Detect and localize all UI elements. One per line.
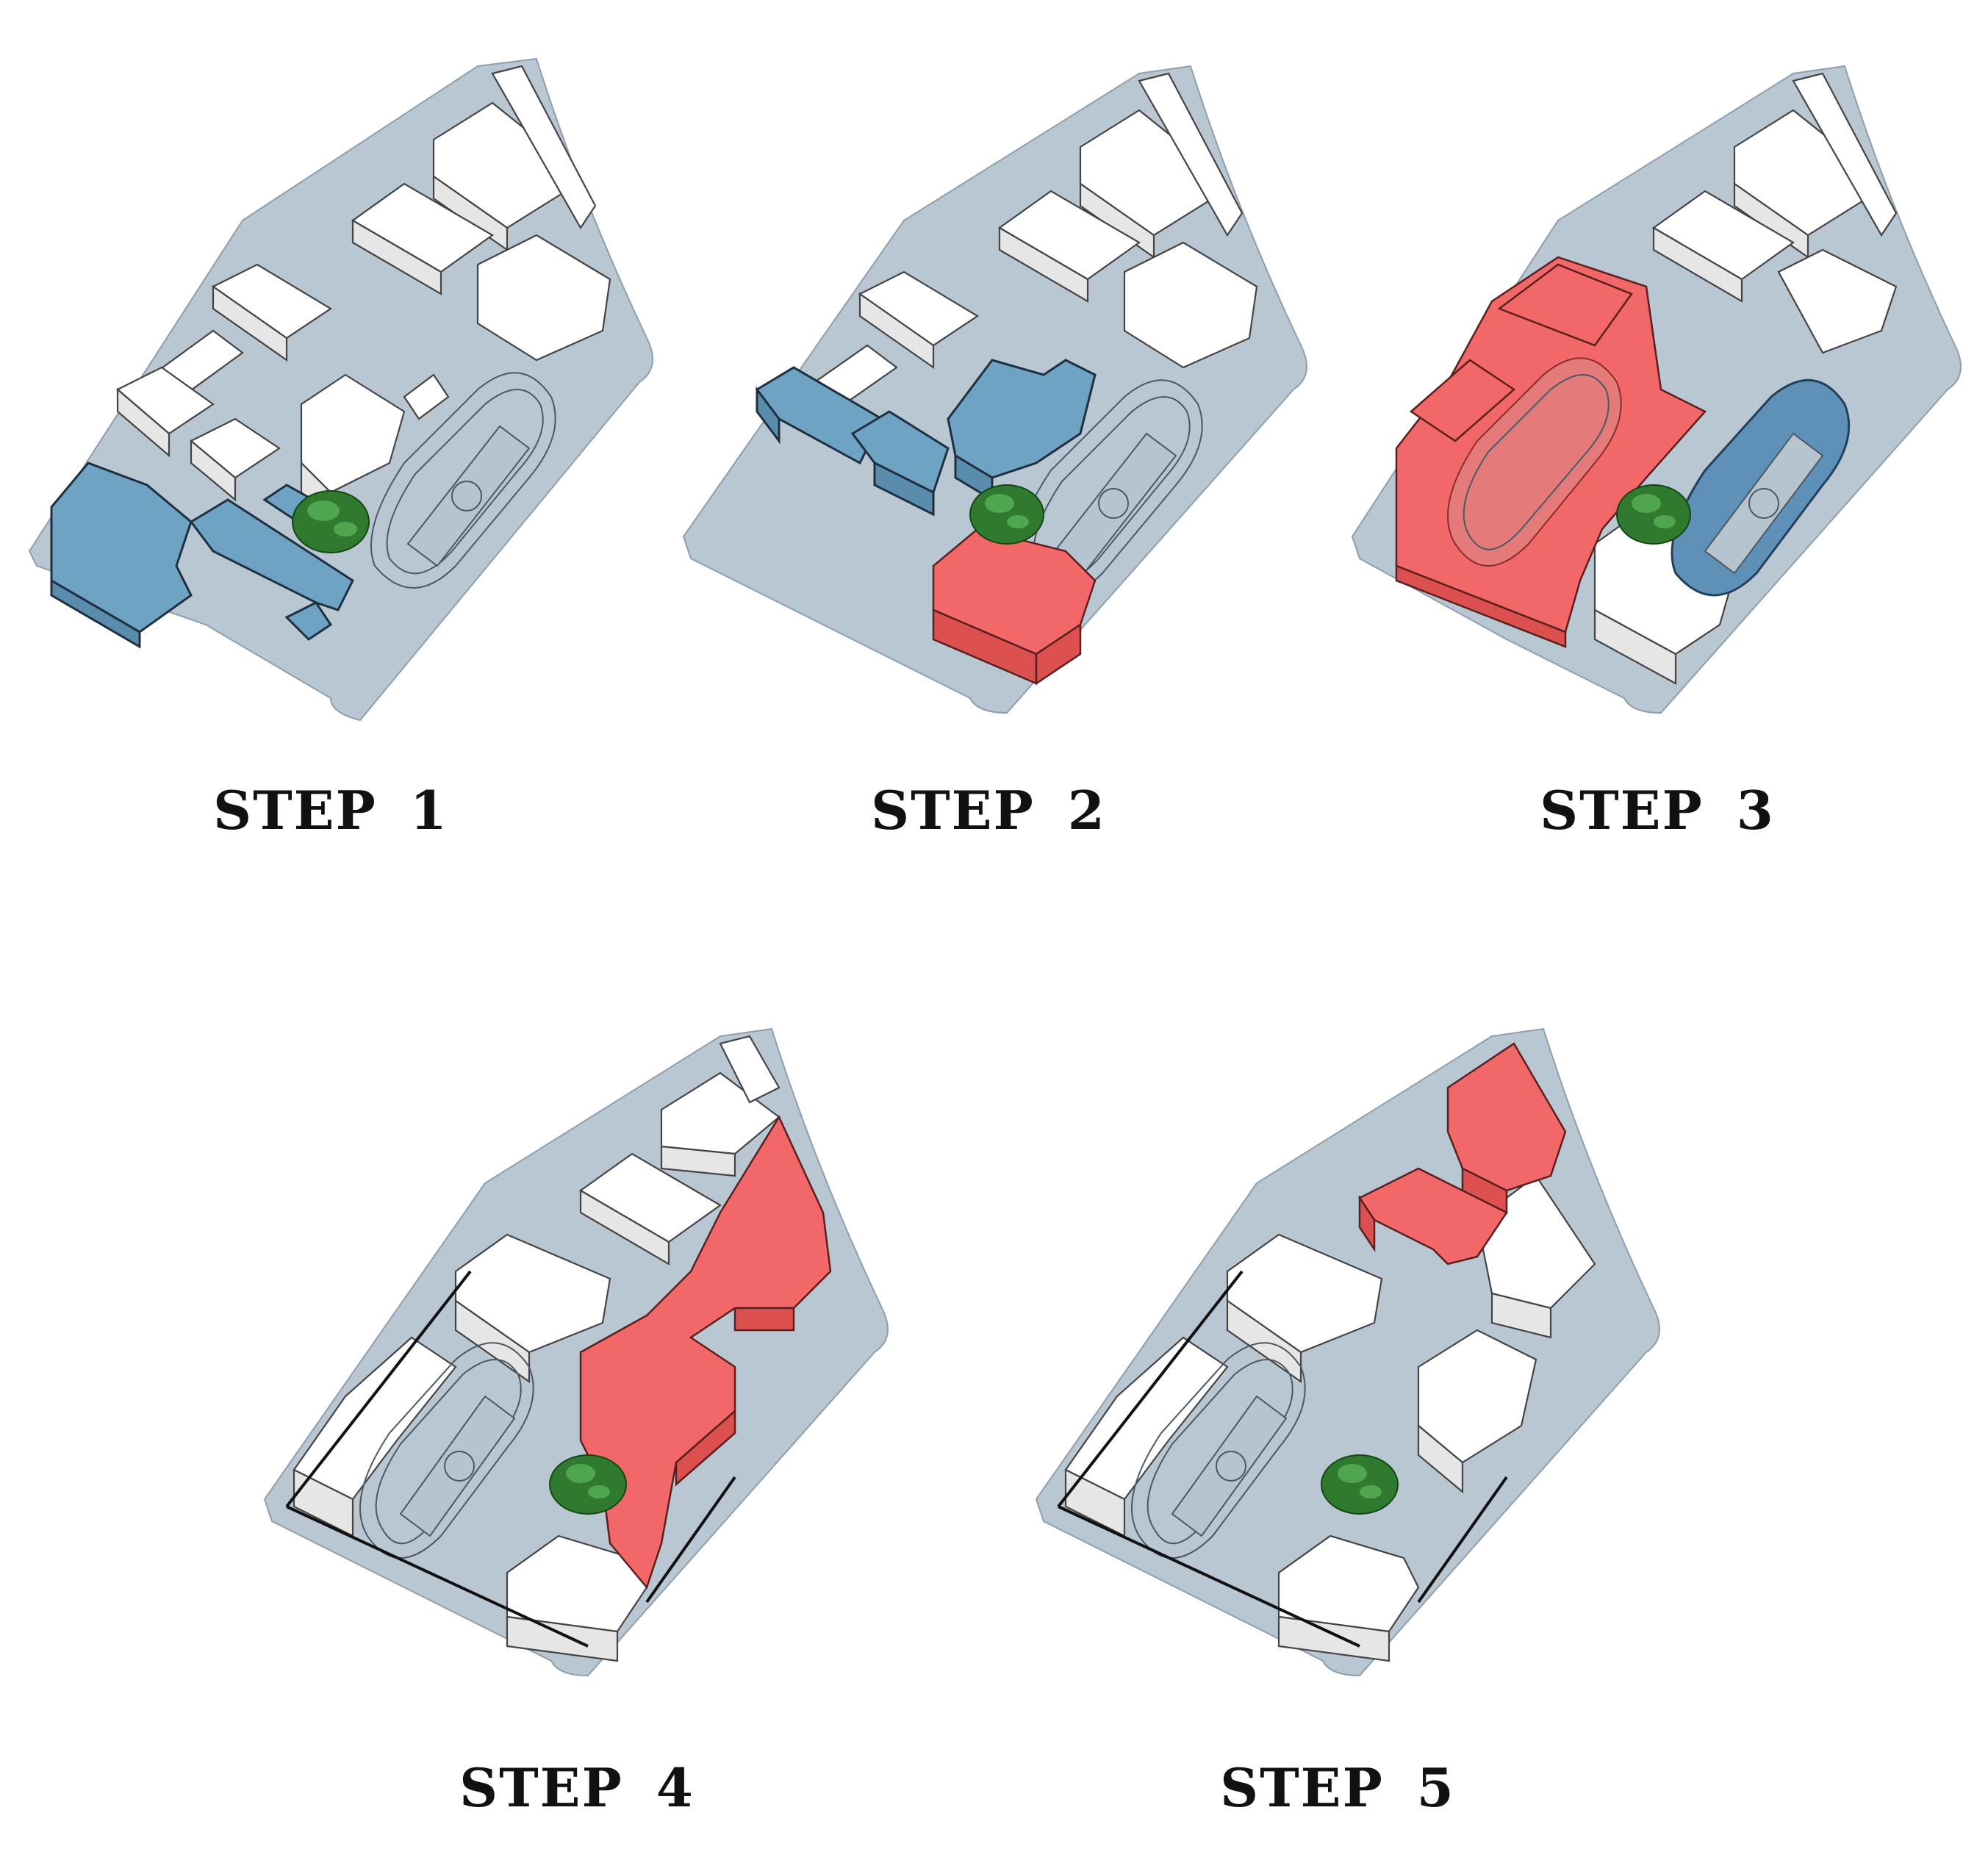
step-5-panel [1035, 1027, 1668, 1690]
courtyard-tree [1321, 1454, 1399, 1515]
step-3-panel [1351, 65, 1984, 728]
step-1-panel [22, 51, 654, 728]
red-buildings [579, 1115, 832, 1590]
existing-buildings [116, 65, 611, 524]
red-sports-zone [1395, 256, 1707, 648]
sports-field [370, 372, 556, 589]
step-3-label: STEP 3 [1540, 779, 1775, 841]
blue-sports-field [1671, 378, 1851, 597]
site-boundary [1057, 1270, 1508, 1648]
step-2-panel [682, 65, 1316, 728]
step-4-panel [263, 1027, 897, 1690]
step-3-drawing [1351, 65, 1962, 714]
blue-buildings [755, 359, 1097, 517]
blue-buildings [50, 462, 355, 649]
step-1-label: STEP 1 [213, 779, 448, 841]
step-1-drawing [28, 57, 653, 722]
existing-buildings [293, 1035, 781, 1662]
courtyard-tree [969, 484, 1044, 545]
step-2-drawing [682, 65, 1307, 714]
courtyard-tree [292, 490, 370, 553]
step-4-label: STEP 4 [459, 1756, 695, 1819]
step-5-drawing [1035, 1027, 1660, 1677]
step-4-drawing [263, 1027, 889, 1677]
sports-field [359, 1342, 534, 1559]
red-buildings [932, 528, 1097, 686]
existing-buildings [792, 72, 1258, 420]
courtyard-tree [549, 1454, 627, 1515]
courtyard-tree [1616, 484, 1691, 545]
sports-field [1131, 1342, 1306, 1559]
step-5-label: STEP 5 [1220, 1756, 1455, 1819]
step-2-label: STEP 2 [871, 779, 1106, 841]
red-buildings [1358, 1042, 1567, 1265]
site-boundary [285, 1270, 736, 1648]
